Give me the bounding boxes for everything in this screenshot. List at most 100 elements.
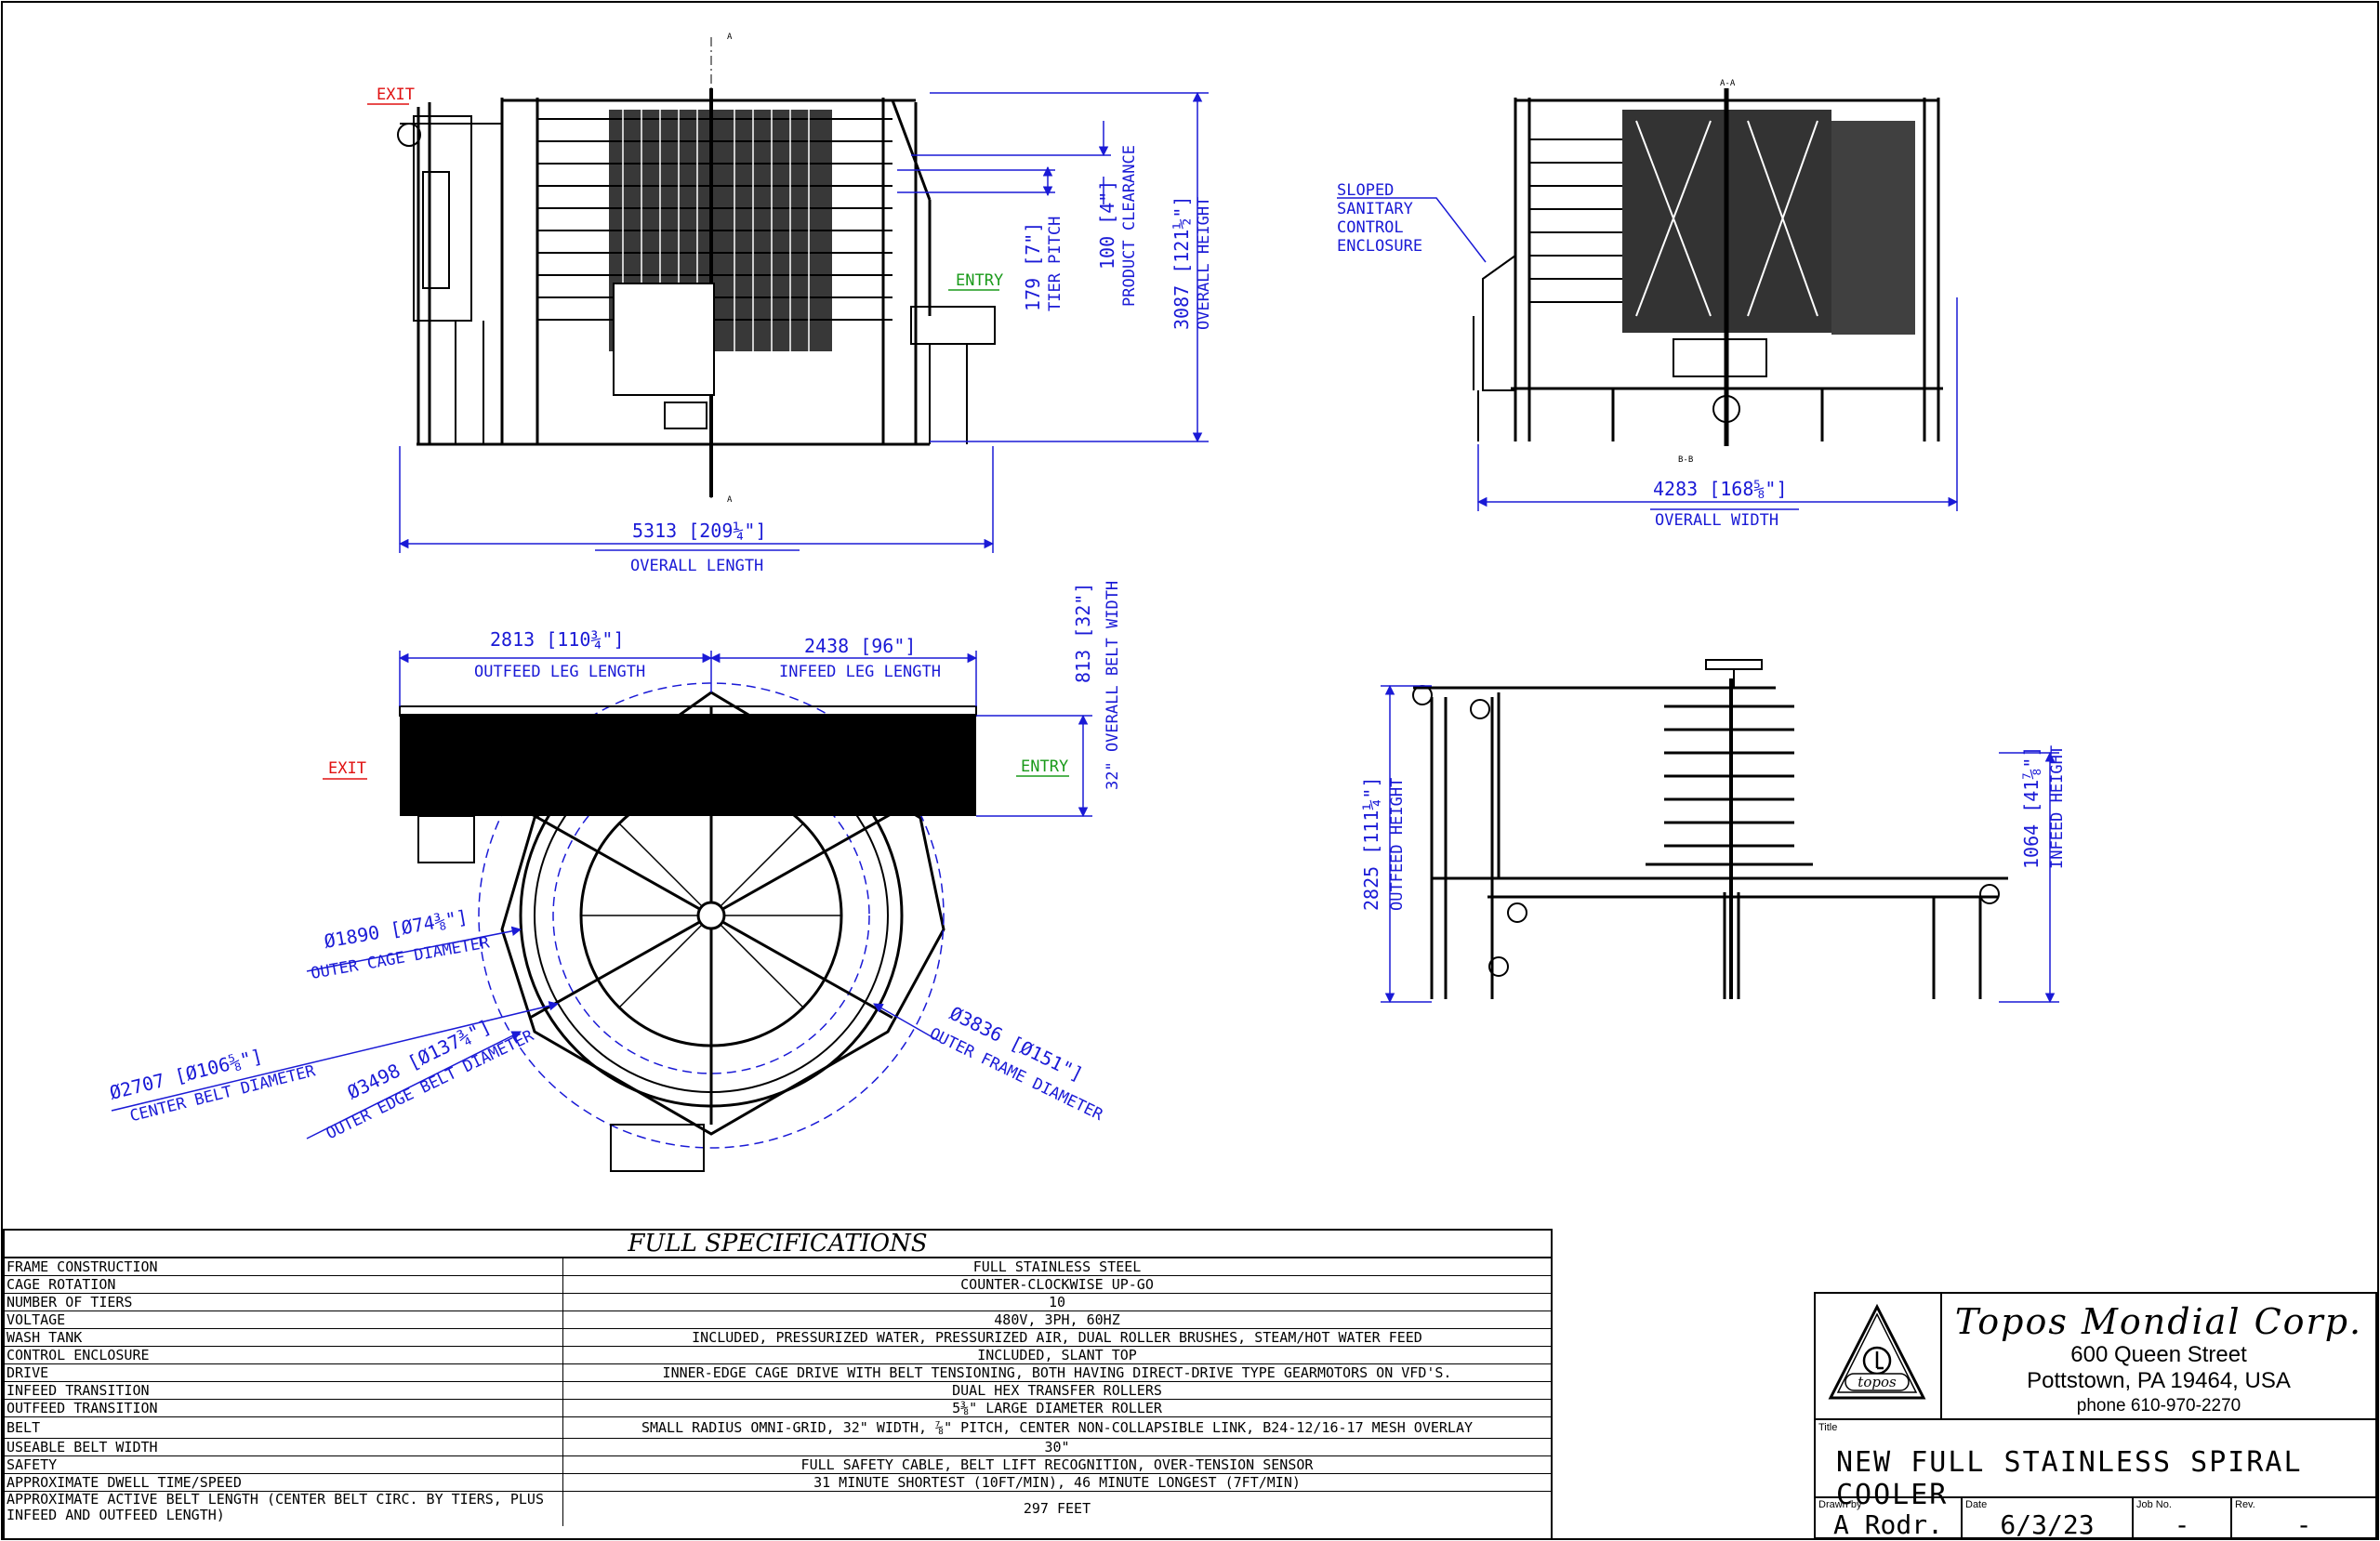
spec-row: FRAME CONSTRUCTION FULL STAINLESS STEEL (5, 1258, 1551, 1276)
date-cell: Date 6/3/23 (1963, 1498, 2134, 1540)
date-caption: Date (1965, 1499, 1988, 1510)
overall-height-dimension: 3087 [121½"] (1170, 196, 1193, 331)
drawing-title: NEW FULL STAINLESS SPIRAL COOLER (1836, 1446, 2303, 1511)
title-caption: Title (1818, 1422, 1838, 1433)
spec-key: NUMBER OF TIERS (5, 1294, 563, 1311)
enclosure-note-line-4: ENCLOSURE (1337, 237, 1422, 256)
spec-value: FULL SAFETY CABLE, BELT LIFT RECOGNITION… (800, 1456, 1314, 1473)
spec-row: USEABLE BELT WIDTH 30" (5, 1439, 1551, 1456)
tier-pitch-dimension: 179 [7"] (1022, 222, 1044, 311)
logo-text: topos (1858, 1374, 1897, 1390)
clearance-label: PRODUCT CLEARANCE (1120, 145, 1139, 307)
spec-value: 480V, 3PH, 60HZ (994, 1311, 1120, 1328)
spec-row: CONTROL ENCLOSURE INCLUDED, SLANT TOP (5, 1347, 1551, 1364)
outfeed-leg-dimension: 2813 [110¾"] (490, 628, 625, 651)
company-info: Topos Mondial Corp. 600 Queen Street Pot… (1942, 1294, 2375, 1420)
drawn-by-cell: Drawn by A Rodr. (1816, 1498, 1963, 1540)
side-section-mark-top: A (727, 33, 733, 42)
end-view: A-A B-B SLOPED SANITARY CONTROL ENCLOSUR… (1337, 79, 1959, 530)
side-section-mark-bottom: A (727, 495, 733, 505)
spec-row: SAFETY FULL SAFETY CABLE, BELT LIFT RECOG… (5, 1456, 1551, 1474)
overall-height-label: OVERALL HEIGHT (1195, 197, 1213, 330)
enclosure-note-line-2: SANITARY (1337, 200, 1413, 218)
overall-width-label: OVERALL WIDTH (1655, 511, 1778, 530)
outfeed-height-label: OUTFEED HEIGHT (1388, 778, 1407, 911)
infeed-height-dimension: 1064 [41⅞"] (2020, 746, 2043, 869)
spec-row: APPROXIMATE ACTIVE BELT LENGTH (CENTER B… (5, 1492, 1551, 1526)
infeed-height-label: INFEED HEIGHT (2048, 745, 2067, 869)
spec-value: INNER-EDGE CAGE DRIVE WITH BELT TENSIONI… (662, 1364, 1452, 1381)
spec-value: 297 FEET (1023, 1500, 1091, 1517)
spec-key: WASH TANK (5, 1329, 563, 1346)
spec-title: FULL SPECIFICATIONS (5, 1231, 1551, 1258)
company-name: Topos Mondial Corp. (1954, 1301, 2363, 1342)
spec-row: BELT SMALL RADIUS OMNI-GRID, 32" WIDTH, ⅞… (5, 1417, 1551, 1439)
plan-entry-label: ENTRY (1021, 757, 1068, 776)
job-no-cell: Job No. - (2134, 1498, 2232, 1540)
end-section-mark-top: A-A (1720, 79, 1736, 88)
end-section-mark-bottom: B-B (1678, 455, 1693, 465)
drawn-by-caption: Drawn by (1818, 1499, 1862, 1510)
side-entry-label: ENTRY (956, 271, 1003, 290)
spec-table: FULL SPECIFICATIONS FRAME CONSTRUCTION FU… (3, 1229, 1553, 1540)
outfeed-leg-label: OUTFEED LEG LENGTH (474, 663, 645, 681)
enclosure-note-line-3: CONTROL (1337, 218, 1404, 237)
side-view: EXIT ENTRY A A 179 [7"] TIER PITCH 100 [… (367, 33, 1213, 575)
rev-value: - (2295, 1509, 2312, 1540)
job-no-caption: Job No. (2136, 1499, 2172, 1510)
spec-value: DUAL HEX TRANSFER ROLLERS (952, 1382, 1162, 1399)
plan-exit-label: EXIT (328, 759, 366, 778)
spec-key: FRAME CONSTRUCTION (5, 1258, 563, 1275)
enclosure-note: SLOPED SANITARY CONTROL ENCLOSURE (1337, 181, 1422, 256)
spec-row: WASH TANK INCLUDED, PRESSURIZED WATER, PR… (5, 1329, 1551, 1347)
overall-length-label: OVERALL LENGTH (630, 557, 763, 575)
spec-value: 30" (1044, 1439, 1070, 1455)
outfeed-height-dimension: 2825 [111¼"] (1360, 777, 1382, 912)
spec-value: INCLUDED, PRESSURIZED WATER, PRESSURIZED… (692, 1329, 1422, 1346)
belt-width-label: 32" OVERALL BELT WIDTH (1104, 581, 1122, 790)
spec-key: OUTFEED TRANSITION (5, 1400, 563, 1416)
tier-pitch-label: TIER PITCH (1046, 217, 1064, 311)
overall-width-dimension: 4283 [168⅝"] (1653, 478, 1788, 500)
infeed-leg-dimension: 2438 [96"] (804, 635, 916, 657)
job-no-value: - (2174, 1509, 2190, 1540)
company-phone: phone 610-970-2270 (2076, 1396, 2241, 1416)
belt-width-dimension: 813 [32"] (1072, 583, 1094, 683)
company-address-2: Pottstown, PA 19464, USA (2027, 1368, 2291, 1393)
spec-key: CAGE ROTATION (5, 1276, 563, 1293)
rev-cell: Rev. - (2232, 1498, 2375, 1540)
spec-row: NUMBER OF TIERS 10 (5, 1294, 1551, 1311)
drawing-meta: Drawn by A Rodr. Date 6/3/23 Job No. - R… (1816, 1498, 2375, 1540)
spec-value: 5⅜" LARGE DIAMETER ROLLER (952, 1400, 1162, 1416)
spec-value: 10 (1048, 1294, 1066, 1311)
title-block: topos Topos Mondial Corp. 600 Queen Stre… (1814, 1292, 2377, 1540)
spec-key: APPROXIMATE ACTIVE BELT LENGTH (CENTER B… (5, 1492, 563, 1526)
rev-caption: Rev. (2235, 1499, 2255, 1510)
plan-view: EXIT ENTRY 2813 [110¾"] OUTFEED LEG LENG… (107, 581, 1122, 1172)
side-exit-label: EXIT (377, 86, 415, 104)
spec-key: CONTROL ENCLOSURE (5, 1347, 563, 1363)
spec-row: VOLTAGE 480V, 3PH, 60HZ (5, 1311, 1551, 1329)
spec-value: INCLUDED, SLANT TOP (977, 1347, 1137, 1363)
spec-row: OUTFEED TRANSITION 5⅜" LARGE DIAMETER ROL… (5, 1400, 1551, 1417)
overall-length-dimension: 5313 [209¼"] (632, 520, 767, 542)
infeed-leg-label: INFEED LEG LENGTH (779, 663, 941, 681)
spec-value: FULL STAINLESS STEEL (972, 1258, 1142, 1275)
spec-value: SMALL RADIUS OMNI-GRID, 32" WIDTH, ⅞" PI… (641, 1419, 1474, 1436)
spec-key: BELT (5, 1417, 563, 1438)
company-logo: topos (1816, 1294, 1942, 1420)
spec-key: SAFETY (5, 1456, 563, 1473)
spec-row: DRIVE INNER-EDGE CAGE DRIVE WITH BELT TEN… (5, 1364, 1551, 1382)
spec-key: USEABLE BELT WIDTH (5, 1439, 563, 1455)
spec-value: 31 MINUTE SHORTEST (10FT/MIN), 46 MINUTE… (813, 1474, 1301, 1491)
drawn-by-value: A Rodr. (1832, 1509, 1943, 1540)
clearance-dimension: 100 [4"] (1096, 180, 1118, 270)
enclosure-note-line-1: SLOPED (1337, 181, 1394, 200)
date-value: 6/3/23 (2000, 1509, 2095, 1540)
spec-key: DRIVE (5, 1364, 563, 1381)
spec-key: VOLTAGE (5, 1311, 563, 1328)
